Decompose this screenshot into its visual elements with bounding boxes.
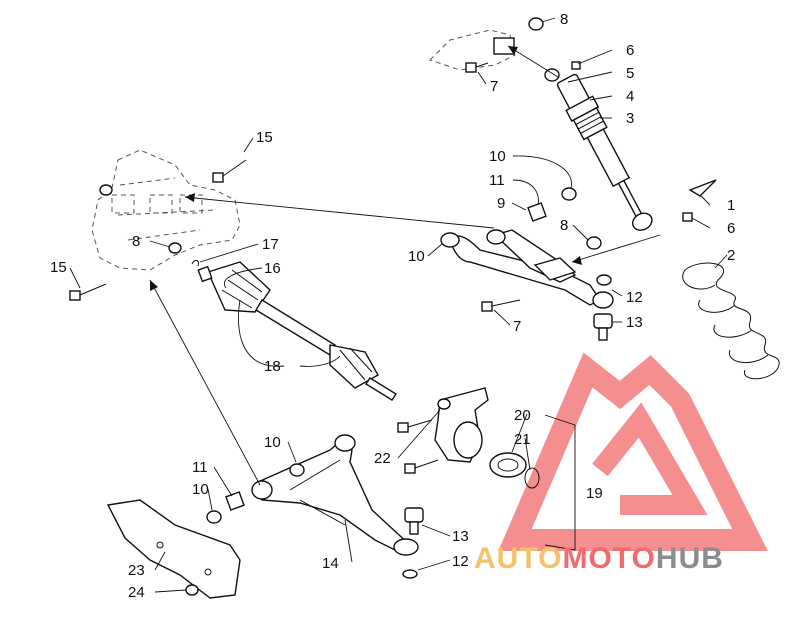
callout-20: 20	[514, 407, 531, 424]
snap-ring-12-upper	[596, 274, 612, 286]
coil-spring	[682, 262, 780, 380]
callout-1: 1	[727, 197, 735, 214]
skid-guard-23	[106, 499, 241, 599]
leader-lines	[69, 17, 728, 593]
upper-a-arm	[440, 229, 614, 309]
callout-18: 18	[264, 358, 281, 375]
assembly-arrows	[149, 45, 661, 551]
bolt-22-upper	[397, 419, 433, 433]
bushing-10-lower	[289, 463, 305, 477]
callout-8: 8	[132, 233, 140, 250]
callout-13: 13	[452, 528, 469, 545]
sleeve-upper	[571, 61, 581, 70]
callout-15: 15	[256, 129, 273, 146]
bolt-15-upper	[212, 159, 247, 183]
steering-knuckle	[434, 387, 489, 463]
callout-6: 6	[727, 220, 735, 237]
callout-7: 7	[490, 78, 498, 95]
callout-22: 22	[374, 450, 391, 467]
cv-axle	[197, 261, 397, 401]
callout-12: 12	[626, 289, 643, 306]
frame-mount-dashed	[91, 149, 241, 271]
callout-labels: 1 2 3 4 5 6 6 7 7 8 8 8 9 10 10 10 10 11…	[50, 11, 735, 601]
watermark-auto: AUTO	[474, 542, 562, 575]
shock-upper-bracket	[493, 37, 515, 55]
callout-7: 7	[513, 318, 521, 335]
fastener-24	[185, 584, 199, 596]
callout-17: 17	[262, 236, 279, 253]
callout-24: 24	[128, 584, 145, 601]
sleeve-lower	[682, 212, 693, 222]
shock-absorber	[556, 73, 653, 231]
bolt-7-lower	[481, 299, 521, 312]
bolt-15-lower	[69, 283, 107, 301]
callout-10: 10	[192, 481, 209, 498]
callout-13: 13	[626, 314, 643, 331]
sleeve-9	[527, 202, 547, 222]
snap-ring-21	[524, 467, 540, 489]
callout-2: 2	[727, 247, 735, 264]
lower-a-arm	[251, 434, 419, 556]
callout-9: 9	[497, 195, 505, 212]
callout-8: 8	[560, 217, 568, 234]
nut-8-left	[168, 242, 182, 254]
callout-15: 15	[50, 259, 67, 276]
callout-23: 23	[128, 562, 145, 579]
callout-11: 11	[489, 172, 505, 189]
callout-5: 5	[626, 65, 634, 82]
wheel-bearing-20	[489, 452, 527, 478]
bolt-7-upper	[465, 62, 489, 73]
nut-8-top	[528, 17, 544, 31]
snap-ring-17	[191, 259, 199, 267]
watermark-moto: MOTO	[562, 542, 655, 575]
bolt-22-lower	[404, 459, 439, 474]
watermark-text: AUTOMOTOHUB	[474, 542, 724, 575]
callout-10: 10	[264, 434, 281, 451]
callout-6: 6	[626, 42, 634, 59]
callout-10: 10	[489, 148, 506, 165]
callout-11: 11	[192, 459, 208, 476]
nut-8-mid	[586, 236, 602, 250]
ball-joint-13-lower	[404, 507, 424, 535]
bushing-10-upper	[561, 187, 577, 201]
callout-8: 8	[560, 11, 568, 28]
callout-3: 3	[626, 110, 634, 127]
callout-21: 21	[514, 431, 531, 448]
watermark-logo	[498, 352, 768, 551]
callout-10: 10	[408, 248, 425, 265]
svg-text:AUTOMOTOHUB: AUTOMOTOHUB	[474, 542, 724, 575]
bushing-10-left	[206, 510, 222, 524]
sleeve-11-lower	[225, 491, 245, 511]
callout-12: 12	[452, 553, 469, 570]
spring-retainer	[688, 179, 717, 197]
callout-14: 14	[322, 555, 339, 572]
nut-frame-left	[99, 184, 113, 196]
ball-joint-13-upper	[593, 313, 613, 341]
callout-19: 19	[586, 485, 603, 502]
callout-4: 4	[626, 88, 634, 105]
bushing-upper	[544, 68, 560, 82]
callout-16: 16	[264, 260, 281, 277]
watermark-hub: HUB	[656, 542, 724, 575]
snap-ring-12-lower	[402, 569, 418, 579]
